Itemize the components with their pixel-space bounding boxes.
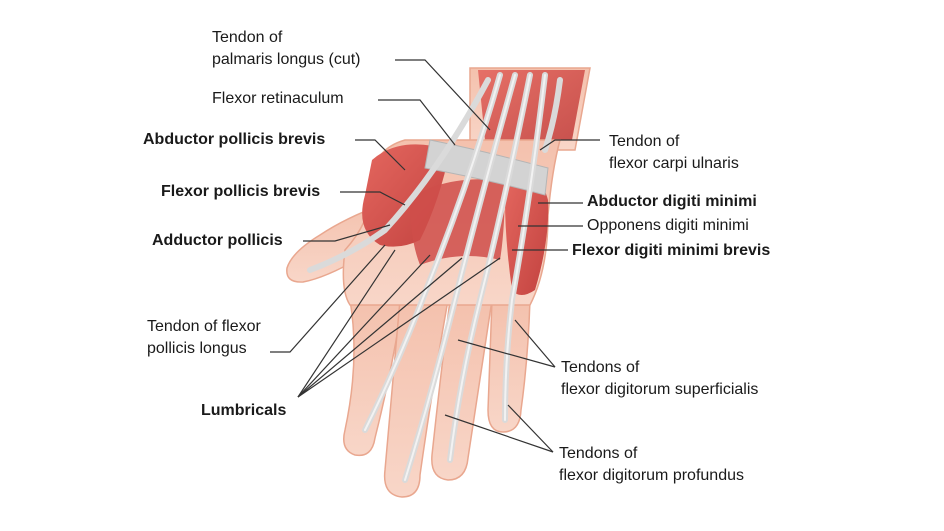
tendon-highlights	[364, 74, 546, 481]
label-flexor-pollicis-brevis: Flexor pollicis brevis	[161, 183, 321, 200]
label-tendon-palmaris-longus: Tendon of palmaris longus (cut)	[212, 27, 361, 71]
label-tendon-flexor-pollicis-longus: Tendon of flexor pollicis longus	[147, 316, 261, 360]
leader-superficialis-1	[457, 339, 556, 368]
leader-palmaris	[395, 59, 491, 131]
leader-lumbricals-2	[297, 254, 431, 398]
label-line: Tendon of	[212, 29, 283, 46]
label-flexor-retinaculum: Flexor retinaculum	[212, 90, 344, 107]
leader-lumbricals-4	[297, 257, 501, 398]
label-line: pollicis longus	[147, 340, 247, 357]
leader-flexor-carpi-ulnaris	[539, 139, 600, 151]
label-abductor-digiti-minimi: Abductor digiti minimi	[587, 193, 757, 210]
label-tendons-flexor-digitorum-superficialis: Tendons of flexor digitorum superficiali…	[561, 357, 758, 401]
label-line: palmaris longus (cut)	[212, 51, 361, 68]
label-line: flexor digitorum superficialis	[561, 381, 759, 398]
label-line: Tendons of	[561, 359, 640, 376]
label-tendon-flexor-carpi-ulnaris: Tendon of flexor carpi ulnaris	[609, 131, 739, 175]
leader-adductor-pollicis	[303, 224, 391, 242]
leader-lumbricals-1	[297, 249, 396, 398]
label-line: flexor digitorum profundus	[559, 467, 744, 484]
leader-flexor-pollicis-longus	[270, 244, 386, 353]
label-line: Tendon of flexor	[147, 318, 261, 335]
label-line: Tendons of	[559, 445, 638, 462]
label-tendons-flexor-digitorum-profundus: Tendons of flexor digitorum profundus	[559, 443, 744, 487]
label-opponens-digiti-minimi: Opponens digiti minimi	[587, 217, 749, 234]
leader-abductor-pollicis-brevis	[355, 139, 406, 171]
label-line: flexor carpi ulnaris	[609, 155, 739, 172]
leader-flexor-pollicis-brevis	[340, 191, 406, 206]
leader-profundus-2	[507, 404, 554, 453]
leader-profundus-1	[444, 414, 554, 453]
label-line: Tendon of	[609, 133, 680, 150]
leader-retinaculum	[378, 99, 456, 146]
label-abductor-pollicis-brevis: Abductor pollicis brevis	[143, 131, 326, 148]
leader-lines	[270, 59, 600, 453]
leader-superficialis-2	[514, 319, 556, 368]
label-flexor-digiti-minimi-brevis: Flexor digiti minimi brevis	[572, 242, 771, 259]
label-lumbricals: Lumbricals	[201, 402, 287, 419]
leader-lumbricals-3	[297, 257, 463, 398]
label-adductor-pollicis: Adductor pollicis	[152, 232, 283, 249]
